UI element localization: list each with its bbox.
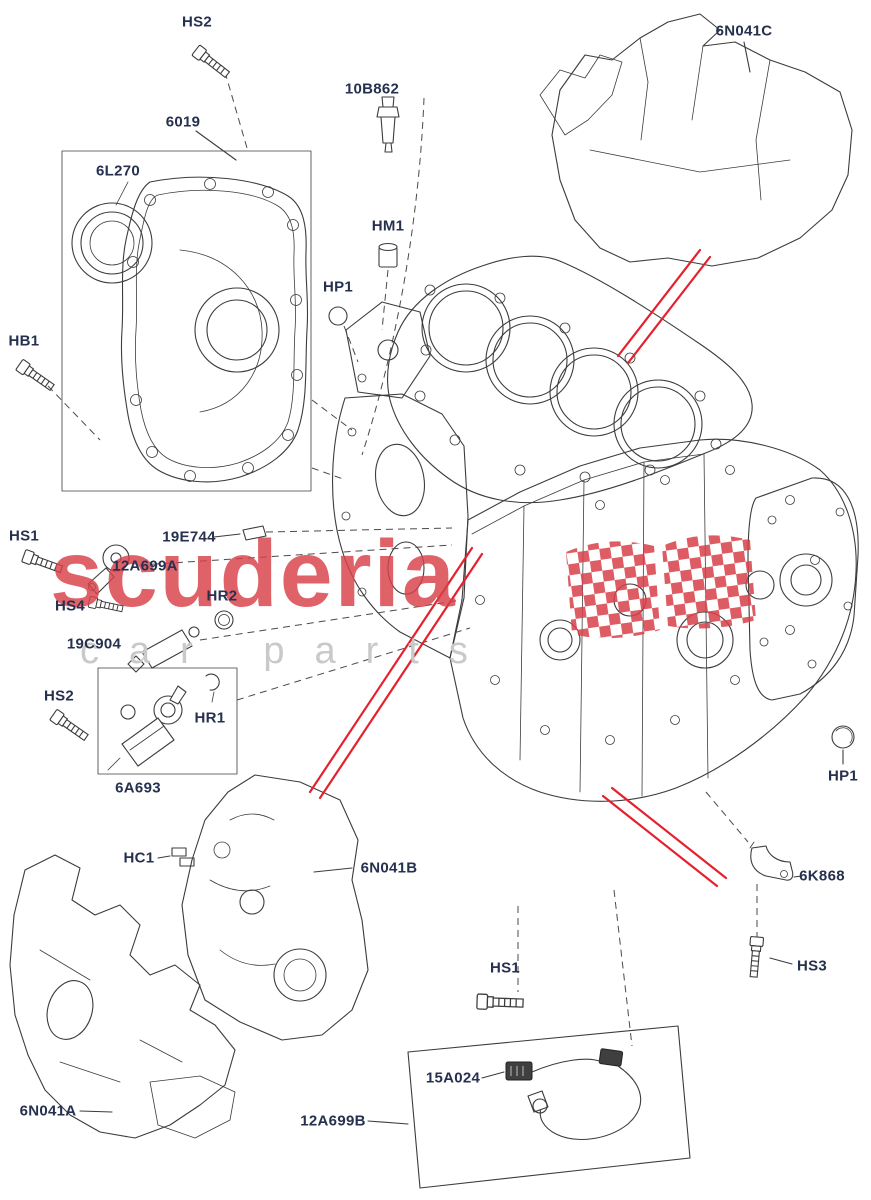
- solenoid-6a693-art: [97, 627, 471, 775]
- part-label-6k868: 6K868: [799, 867, 845, 885]
- part-label-hc1: HC1: [123, 849, 155, 867]
- connector-15a024-icon: [505, 1061, 533, 1081]
- bracket-6k868-icon: [705, 791, 803, 938]
- part-label-hs2-top: HS2: [181, 13, 213, 31]
- part-label-hm1: HM1: [371, 217, 405, 235]
- bolt-hs3-icon: [746, 935, 793, 979]
- oring-hr2-icon: [214, 610, 234, 630]
- part-label-hb1: HB1: [8, 332, 40, 350]
- part-label-hs1-left: HS1: [8, 527, 40, 545]
- part-label-6l270: 6L270: [95, 162, 141, 180]
- oring-hp1-top-icon: [328, 306, 359, 363]
- part-label-12a699b: 12A699B: [300, 1112, 366, 1130]
- watermark-checkered-flags: [566, 535, 756, 639]
- connector-2-icon: [598, 1048, 624, 1067]
- bolt-hs2-top-icon: [191, 44, 232, 81]
- part-label-15a024: 15A024: [425, 1069, 481, 1087]
- red-assembly-arrows: [308, 248, 728, 888]
- head-gasket-art: [387, 255, 753, 504]
- plug-hp1-right-icon: [831, 725, 855, 765]
- bolt-hs2-mid-icon: [49, 708, 91, 744]
- part-label-6019: 6019: [165, 113, 201, 131]
- part-label-6n041b: 6N041B: [360, 859, 418, 877]
- plug-19e744-icon: [213, 525, 453, 541]
- part-label-6a693: 6A693: [115, 779, 161, 797]
- clip-hc1-icon: [157, 847, 195, 867]
- bolt-hs4-icon: [87, 595, 125, 615]
- sensor-12a699a-icon: [87, 544, 453, 595]
- insulator-6n041c-art: [539, 13, 853, 267]
- part-label-hr1: HR1: [194, 709, 226, 727]
- timing-cover-art: [120, 176, 353, 483]
- timing-cover-group-box: [61, 71, 312, 492]
- crankshaft-seal-art: [71, 181, 153, 284]
- part-label-hs2-mid: HS2: [43, 687, 75, 705]
- part-label-12a699a: 12A699A: [112, 557, 178, 575]
- dowel-hm1-icon: [378, 242, 398, 331]
- part-label-hs1-bottom: HS1: [489, 959, 521, 977]
- part-label-hs4: HS4: [54, 597, 86, 615]
- bolt-hb1-icon: [15, 358, 101, 441]
- insulator-6n041a-art: [9, 854, 236, 1139]
- part-label-hp1-right: HP1: [827, 767, 859, 785]
- clip-hr1-icon: [205, 673, 220, 703]
- bolt-hs1-left-icon: [21, 548, 65, 576]
- part-label-hp1-top: HP1: [322, 278, 354, 296]
- part-label-6n041a: 6N041A: [19, 1102, 77, 1120]
- part-label-10b862: 10B862: [344, 80, 400, 98]
- bolt-hs1-bottom-icon: [476, 993, 524, 1012]
- sensor-10b862-icon: [361, 96, 425, 456]
- part-label-6n041c: 6N041C: [715, 22, 773, 40]
- part-label-hs3: HS3: [796, 957, 828, 975]
- harness-12a699b-group: [367, 889, 691, 1189]
- part-label-19c904: 19C904: [66, 635, 122, 653]
- part-label-hr2: HR2: [206, 587, 238, 605]
- part-label-19e744: 19E744: [162, 528, 216, 546]
- insulator-6n041b-art: [181, 774, 369, 1041]
